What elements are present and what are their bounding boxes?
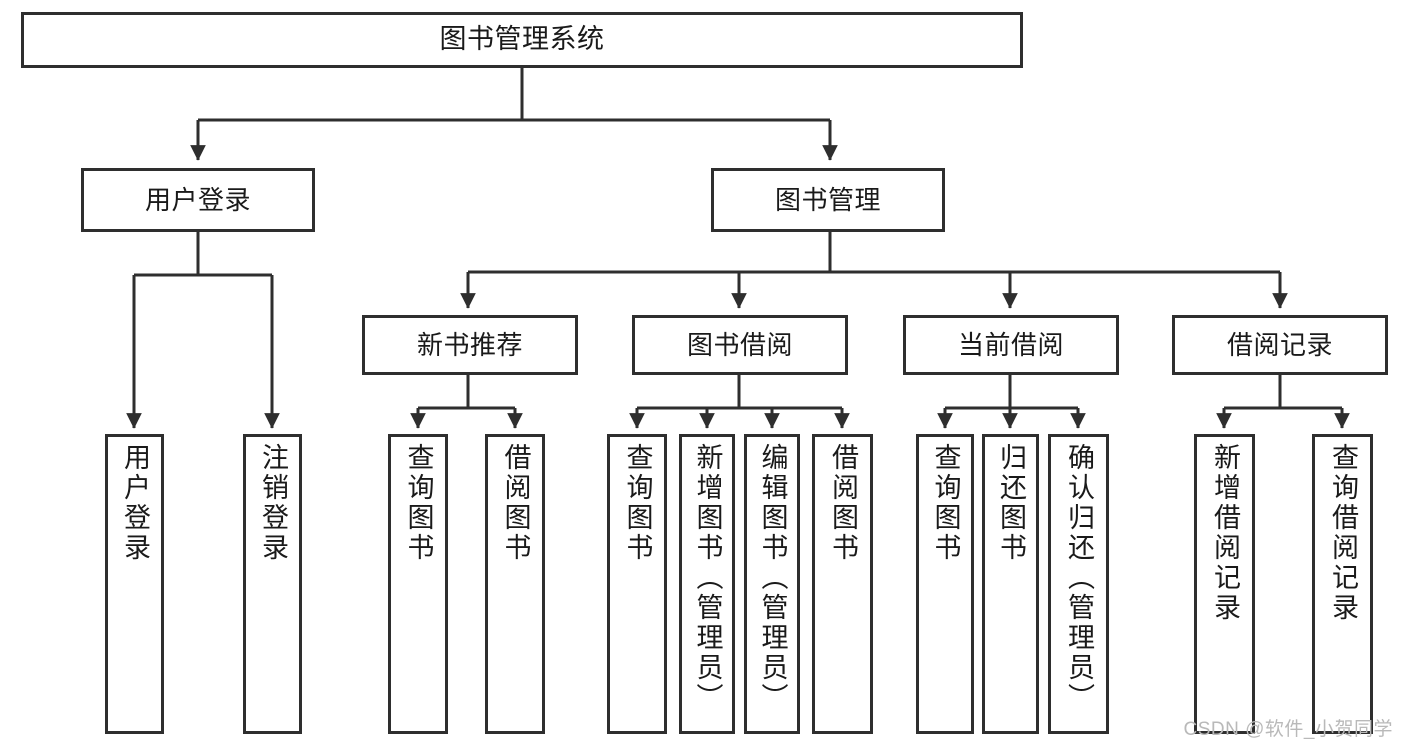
node-book-borrow[interactable]: 图书借阅 [632,315,848,375]
leaf-query-book-current[interactable]: 查询图书 [916,434,974,734]
node-root-book-management-system[interactable]: 图书管理系统 [21,12,1023,68]
node-label: 查询图书 [622,443,653,563]
node-label: 图书管理系统 [439,24,605,55]
leaf-return-book[interactable]: 归还图书 [982,434,1039,734]
node-label: 图书借阅 [686,329,793,360]
node-label: 查询图书 [930,443,961,563]
leaf-query-book-borrow[interactable]: 查询图书 [607,434,667,734]
node-label: 借阅图书 [828,443,858,563]
leaf-add-book-admin[interactable]: 新增图书（管理员） [679,434,735,734]
node-label: 编辑图书（管理员） [757,443,788,713]
node-label: 注销登录 [258,443,288,563]
node-new-book-recommend[interactable]: 新书推荐 [362,315,578,375]
leaf-user-login[interactable]: 用户登录 [105,434,164,734]
node-borrow-record[interactable]: 借阅记录 [1172,315,1388,375]
node-user-login[interactable]: 用户登录 [81,168,315,232]
node-label: 用户登录 [144,184,251,215]
node-label: 确认归还（管理员） [1064,443,1094,713]
node-label: 查询图书 [403,443,434,563]
leaf-edit-book-admin[interactable]: 编辑图书（管理员） [744,434,800,734]
node-label: 归还图书 [996,443,1026,563]
node-label: 新增借阅记录 [1210,443,1240,623]
leaf-borrow-book-borrow[interactable]: 借阅图书 [812,434,873,734]
node-label: 用户登录 [120,443,150,563]
node-label: 新增图书（管理员） [692,443,723,713]
leaf-add-borrow-record[interactable]: 新增借阅记录 [1194,434,1255,734]
node-label: 图书管理 [774,184,881,215]
node-current-borrow[interactable]: 当前借阅 [903,315,1119,375]
node-label: 新书推荐 [416,329,523,360]
leaf-query-borrow-record[interactable]: 查询借阅记录 [1312,434,1373,734]
leaf-query-book-newbook[interactable]: 查询图书 [388,434,448,734]
node-book-management[interactable]: 图书管理 [711,168,945,232]
node-label: 查询借阅记录 [1328,443,1358,623]
leaf-logout[interactable]: 注销登录 [243,434,302,734]
node-label: 当前借阅 [957,329,1064,360]
leaf-confirm-return-admin[interactable]: 确认归还（管理员） [1048,434,1109,734]
leaf-borrow-book-newbook[interactable]: 借阅图书 [485,434,545,734]
node-label: 借阅记录 [1226,329,1333,360]
node-label: 借阅图书 [500,443,531,563]
